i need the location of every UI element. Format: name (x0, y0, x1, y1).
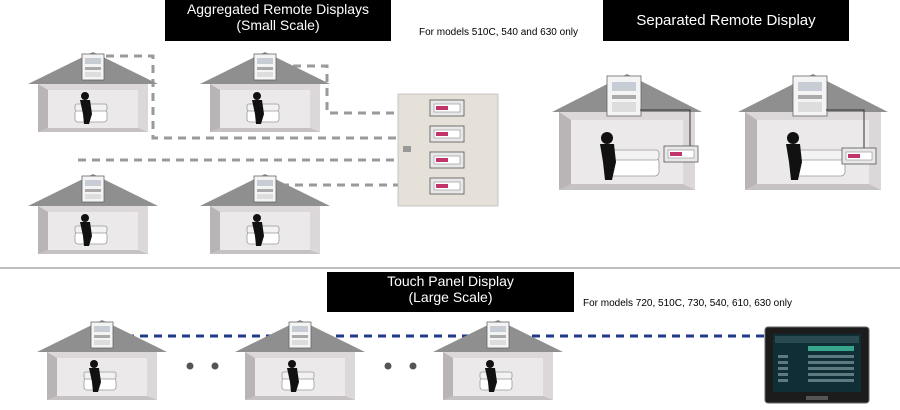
separated-title-text: Separated Remote Display (636, 11, 816, 29)
touch-panel-title-line1: Touch Panel Display (387, 273, 514, 289)
touch-panel-title-line2: (Large Scale) (408, 289, 493, 306)
house-icon (27, 173, 159, 255)
aggregated-title-line2: (Small Scale) (236, 17, 320, 34)
aggregated-note: For models 510C, 540 and 630 only (419, 27, 578, 38)
house-icon (737, 73, 889, 191)
aggregated-connectors (78, 54, 398, 187)
ellipsis-dots (186, 362, 417, 370)
aggregated-title: Aggregated Remote Displays (Small Scale) (165, 0, 391, 41)
house-icon (36, 319, 168, 401)
touch-panel-icon (764, 326, 870, 404)
house-icon (234, 319, 366, 401)
separated-connectors (640, 109, 865, 148)
remote-display-icon (841, 147, 877, 165)
touch-panel-note: For models 720, 510C, 730, 540, 610, 630… (583, 298, 793, 309)
remote-display-icon (397, 93, 499, 207)
aggregated-title-line1: Aggregated Remote Displays (186, 1, 370, 17)
house-icon (199, 51, 331, 133)
touch-panel-title: Touch Panel Display (Large Scale) (327, 272, 574, 312)
remote-display-icon (663, 145, 699, 163)
house-icon (27, 51, 159, 133)
house-icon (551, 73, 703, 191)
house-icon (432, 319, 564, 401)
separated-title: Separated Remote Display (603, 0, 849, 41)
